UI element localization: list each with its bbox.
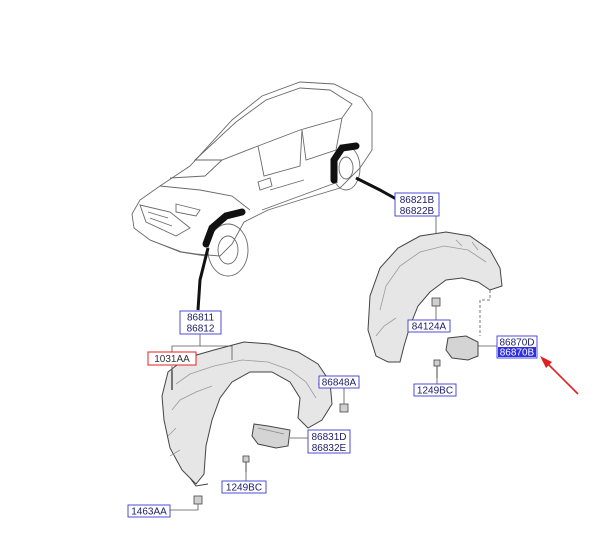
label-rear-part[interactable]: 86821B 86822B <box>394 192 440 217</box>
label-mud-front-upper: 86831D <box>311 432 346 443</box>
nut-front-icon <box>339 403 349 413</box>
rear-leader-lines <box>435 216 498 384</box>
label-mud-rear-lower-selected: 86870B <box>500 348 535 359</box>
label-clip-front-text: 1463AA <box>131 507 167 518</box>
label-front-part[interactable]: 86811 86812 <box>179 310 222 335</box>
label-mud-front[interactable]: 86831D 86832E <box>307 429 351 454</box>
label-rear-upper: 86821B <box>400 195 435 206</box>
label-screw-rear[interactable]: 1249BC <box>413 383 457 397</box>
front-inner-fender <box>161 341 333 487</box>
label-front-upper: 86811 <box>187 313 215 324</box>
front-arch-highlight <box>202 208 246 248</box>
clip-front-icon <box>193 495 203 505</box>
label-fastener-front-top[interactable]: 1031AA <box>147 351 197 366</box>
rear-arch-highlight <box>330 142 360 184</box>
label-mud-rear-upper: 86870D <box>499 338 534 349</box>
label-clip-front[interactable]: 1463AA <box>127 504 171 518</box>
label-mud-rear[interactable]: 86870D 86870B <box>496 335 538 359</box>
label-fastener-front-top-text: 1031AA <box>154 354 190 365</box>
label-nut-front-text: 86848A <box>322 378 357 389</box>
label-front-lower: 86812 <box>187 324 215 335</box>
label-rear-lower: 86822B <box>400 206 435 217</box>
screw-front-icon <box>242 455 250 472</box>
leader-front <box>196 247 210 311</box>
screw-rear-icon <box>433 359 441 378</box>
label-nut-front[interactable]: 86848A <box>318 375 360 389</box>
label-screw-front[interactable]: 1249BC <box>221 480 267 494</box>
label-mud-front-lower: 86832E <box>312 443 347 454</box>
label-clip-rear-text: 84124A <box>412 322 447 333</box>
leader-rear <box>355 176 399 202</box>
label-screw-front-text: 1249BC <box>226 483 262 494</box>
label-screw-rear-text: 1249BC <box>417 386 453 397</box>
clip-rear-icon <box>431 297 441 307</box>
car-illustration <box>131 81 373 277</box>
front-mud-guard <box>251 423 291 449</box>
red-pointer-arrow <box>540 356 579 395</box>
rear-inner-fender <box>367 231 503 363</box>
label-clip-rear[interactable]: 84124A <box>407 319 451 333</box>
rear-mud-guard <box>445 335 479 361</box>
